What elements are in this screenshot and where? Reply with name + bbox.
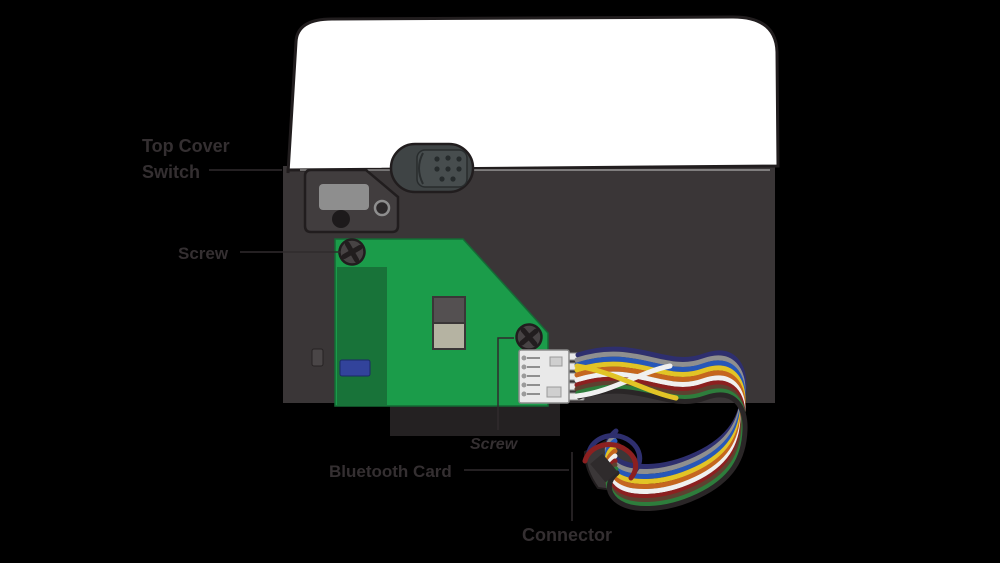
- connector-pins: [527, 357, 540, 395]
- wire-weave-yellow: [574, 363, 679, 401]
- wire-wrap-red: [582, 442, 639, 481]
- leader-screw-bottom: [497, 337, 514, 430]
- slide-component: [432, 296, 466, 350]
- label-bluetooth-card: Bluetooth Card: [329, 462, 452, 481]
- label-screw-bottom: Screw: [470, 436, 518, 453]
- bluetooth-daughter-card: [337, 267, 387, 406]
- label-screw-top: Screw: [178, 244, 229, 263]
- panel-button-dot: [332, 210, 350, 228]
- connector-slot: [546, 386, 562, 398]
- switch-grip-dots: [434, 155, 462, 182]
- wire-harness-connector: [518, 349, 585, 404]
- wire-wrap-navy: [586, 433, 643, 474]
- label-top-cover-switch-line2: Switch: [142, 162, 201, 182]
- connector-slot: [549, 356, 563, 367]
- slide-component-top: [432, 296, 466, 324]
- leader-lines: [209, 169, 573, 521]
- label-top-cover-switch: Top Cover Switch: [142, 133, 230, 185]
- label-top-cover-switch-line1: Top Cover: [142, 136, 230, 156]
- screw-top: [338, 238, 366, 266]
- chip: [339, 359, 371, 377]
- cable-clip: [590, 453, 618, 483]
- screw-bottom: [515, 323, 543, 351]
- control-panel-window: [319, 184, 369, 210]
- connector-pin-heads: [521, 355, 527, 397]
- switch-crescent: [418, 152, 424, 185]
- body-tab: [311, 348, 324, 367]
- top-cover-switch-button: [389, 142, 475, 194]
- cable-bundle: [574, 346, 748, 511]
- panel-hole: [373, 199, 391, 217]
- slide-component-bottom: [432, 322, 466, 350]
- top-cover: [286, 15, 780, 174]
- label-connector: Connector: [522, 525, 612, 545]
